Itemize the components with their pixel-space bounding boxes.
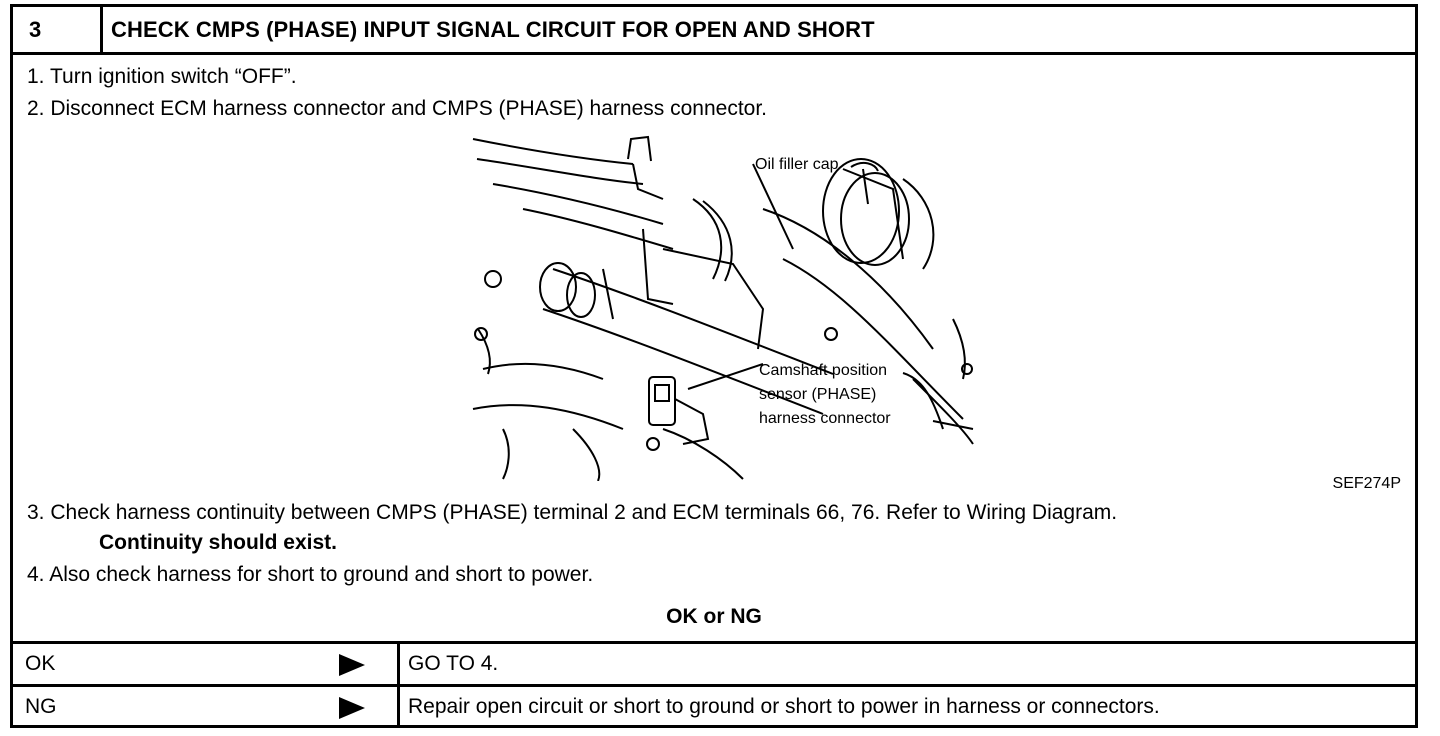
label-cmps-line-3: harness connector	[759, 410, 891, 427]
step-title: CHECK CMPS (PHASE) INPUT SIGNAL CIRCUIT …	[111, 17, 875, 42]
label-cmps-line-1: Camshaft position	[759, 362, 887, 379]
label-cmps-line-2: sensor (PHASE)	[759, 386, 876, 403]
instruction-3: 3. Check harness continuity between CMPS…	[27, 501, 1118, 524]
instruction-4: 4. Also check harness for short to groun…	[27, 563, 594, 586]
diagnostic-step-frame: 3 CHECK CMPS (PHASE) INPUT SIGNAL CIRCUI…	[10, 4, 1418, 728]
engine-illustration: Oil filler cap Camshaft position sensor …	[472, 135, 974, 481]
instruction-2: 2. Disconnect ECM harness connector and …	[27, 97, 768, 120]
row-label-ng: NG	[25, 695, 57, 718]
row-label-ok: OK	[25, 652, 56, 675]
row-result-ng: Repair open circuit or short to ground o…	[397, 687, 1415, 727]
figure-code: SEF274P	[1332, 475, 1401, 492]
decision-row-ok: OK GO TO 4.	[13, 641, 1415, 684]
label-oil-filler-cap: Oil filler cap	[755, 156, 839, 173]
instruction-1: 1. Turn ignition switch “OFF”.	[27, 65, 297, 88]
step-header: 3 CHECK CMPS (PHASE) INPUT SIGNAL CIRCUI…	[13, 7, 1415, 55]
arrow-right-icon	[339, 654, 365, 676]
step-number: 3	[13, 7, 103, 52]
decision-prompt: OK or NG	[666, 605, 762, 628]
decision-row-ng: NG Repair open circuit or short to groun…	[13, 684, 1415, 727]
continuity-note: Continuity should exist.	[99, 531, 338, 554]
row-result-ok: GO TO 4.	[397, 644, 1415, 684]
arrow-right-icon	[339, 697, 365, 719]
